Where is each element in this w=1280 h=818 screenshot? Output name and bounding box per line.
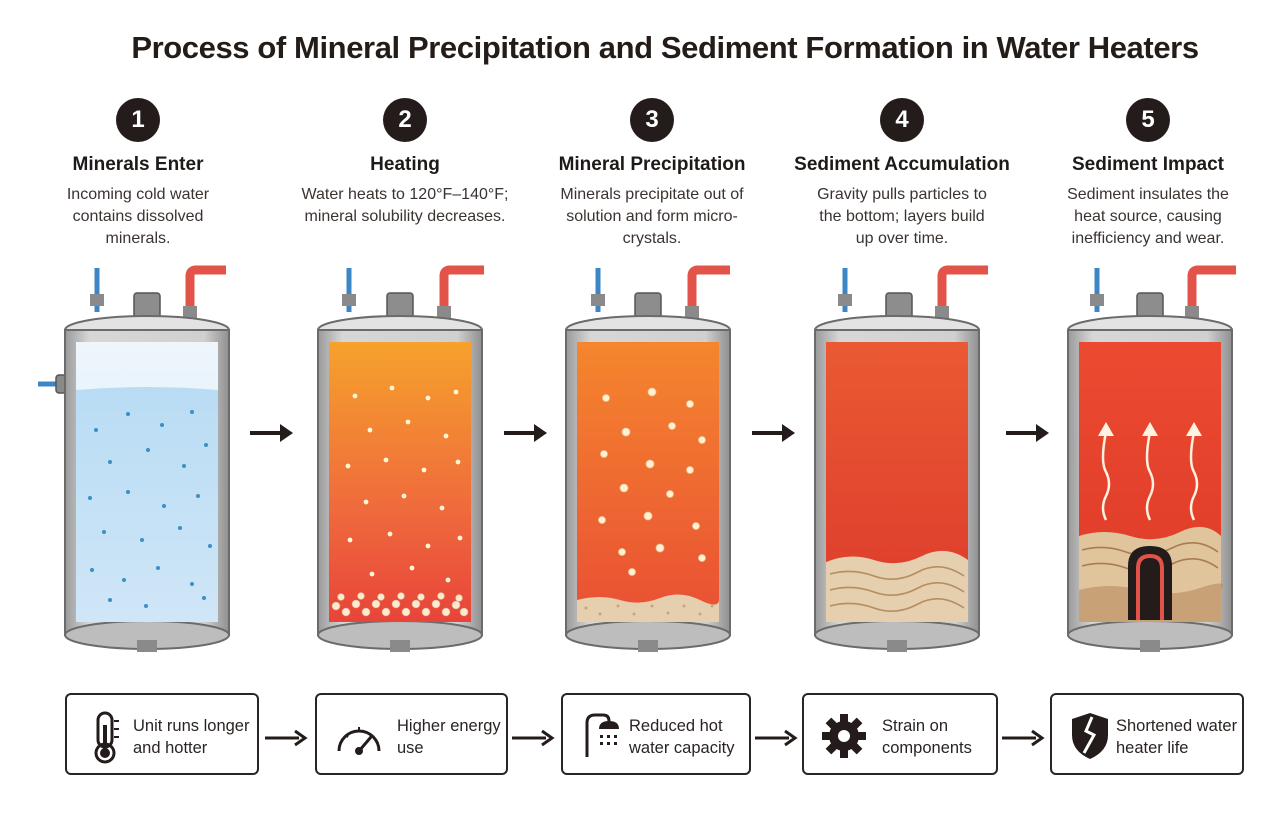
impact-box-4: Strain on components [802, 693, 998, 775]
impact-box-1: Unit runs longer and hotter [65, 693, 259, 775]
step-number-badge: 5 [1126, 98, 1170, 142]
step-2: 2 Heating Water heats to 120°F–140°F; mi… [285, 98, 525, 228]
flow-arrow [752, 424, 795, 442]
impact-label: Strain on components [882, 717, 972, 757]
gear-icon [822, 714, 866, 758]
tank-2 [317, 265, 484, 652]
step-1: 1 Minerals Enter Incoming cold water con… [18, 98, 258, 250]
impact-arrow [755, 729, 798, 747]
step-title: Sediment Impact [1071, 154, 1225, 175]
step-number-badge: 4 [880, 98, 924, 142]
impact-box-5: Shortened water heater life [1050, 693, 1244, 775]
impact-arrow [265, 729, 308, 747]
step-description: Incoming cold water contains dissolved m… [66, 186, 210, 247]
tank-3 [565, 265, 731, 652]
impact-label: Shortened water heater life [1116, 717, 1238, 757]
step-number-badge: 2 [383, 98, 427, 142]
step-title: Sediment Accumulation [794, 154, 1010, 175]
tank-1 [38, 265, 230, 652]
step-3: 3 Mineral Precipitation Minerals precipi… [532, 98, 772, 250]
thermometer-icon [94, 711, 119, 764]
step-title: Mineral Precipitation [558, 154, 746, 175]
tank-4 [814, 265, 988, 652]
impact-label: Unit runs longer and hotter [133, 717, 250, 757]
step-description: Gravity pulls particles to the bottom; l… [817, 186, 987, 247]
flow-arrow [250, 424, 293, 442]
flow-arrow [1006, 424, 1049, 442]
impact-box-3: Reduced hot water capacity [561, 693, 751, 775]
tank-5 [1067, 265, 1236, 652]
gauge-icon [337, 727, 381, 755]
flow-arrow [504, 424, 547, 442]
impact-label: Reduced hot water capacity [629, 717, 735, 757]
step-description: Water heats to 120°F–140°F; mineral solu… [301, 186, 509, 225]
page-title: Process of Mineral Precipitation and Sed… [131, 30, 1199, 65]
shower-icon [585, 713, 619, 757]
step-title: Heating [370, 154, 440, 175]
step-number-badge: 3 [630, 98, 674, 142]
step-description: Minerals precipitate out of solution and… [560, 186, 744, 247]
step-title: Minerals Enter [72, 154, 204, 175]
impact-arrow [1002, 729, 1045, 747]
step-description: Sediment insulates the heat source, caus… [1067, 186, 1229, 247]
step-5: 5 Sediment Impact Sediment insulates the… [1028, 98, 1268, 250]
impact-arrow [512, 729, 555, 747]
impact-label: Higher energy use [397, 717, 501, 757]
broken-shield-icon [1072, 713, 1108, 759]
step-number-badge: 1 [116, 98, 160, 142]
step-4: 4 Sediment Accumulation Gravity pulls pa… [782, 98, 1022, 250]
impact-box-2: Higher energy use [315, 693, 508, 775]
